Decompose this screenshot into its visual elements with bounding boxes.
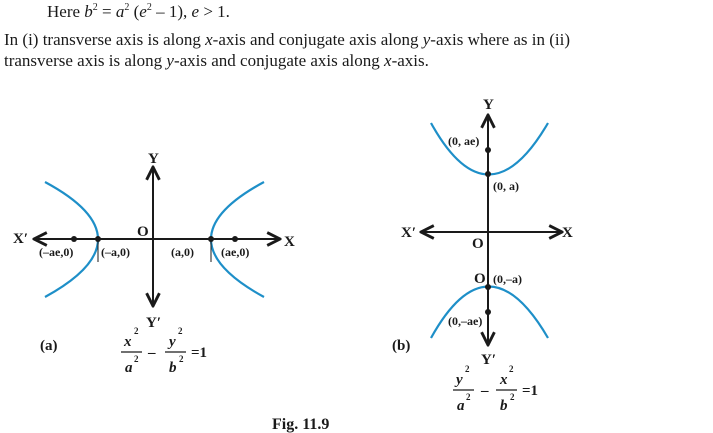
- label-ae-b: (0, ae): [448, 134, 479, 148]
- svg-text:2: 2: [179, 354, 184, 364]
- label-neg-a-a: (–a,0): [101, 245, 130, 259]
- svg-text:b: b: [500, 398, 508, 414]
- axis-y-neg-label-a: Y′: [146, 315, 161, 331]
- svg-text:2: 2: [465, 364, 470, 374]
- equation-a: x 2 a 2 – y 2 b 2 =1: [121, 326, 207, 376]
- origin-upper-label-b: O: [472, 236, 484, 252]
- label-neg-a-b: (0,–a): [493, 272, 522, 286]
- origin-lower-label-b: O: [474, 271, 486, 287]
- point-neg-a-b: [485, 284, 491, 290]
- point-neg-ae-a: [71, 236, 77, 242]
- label-a-a: (a,0): [171, 245, 194, 259]
- axis-x-neg-label-b: X′: [401, 225, 416, 241]
- equation-b: y 2 a 2 – x 2 b 2 =1: [453, 364, 538, 414]
- svg-text:2: 2: [134, 326, 139, 336]
- svg-text:2: 2: [178, 326, 183, 336]
- figure-caption: Fig. 11.9: [272, 416, 329, 433]
- svg-text:2: 2: [134, 354, 139, 364]
- svg-text:2: 2: [510, 392, 515, 402]
- panel-label-b: (b): [392, 338, 410, 354]
- label-neg-ae-a: (–ae,0): [39, 245, 73, 259]
- panel-label-a: (a): [40, 338, 58, 354]
- axis-y-label-b: Y: [483, 97, 494, 113]
- svg-text:y: y: [167, 334, 176, 350]
- svg-text:=1: =1: [191, 345, 207, 361]
- label-a-b: (0, a): [493, 179, 519, 193]
- label-ae-a: (ae,0): [221, 245, 249, 259]
- label-neg-ae-b: (0,–ae): [448, 314, 482, 328]
- svg-text:y: y: [454, 372, 463, 388]
- axis-x-neg-label-a: X′: [13, 231, 28, 247]
- text-line-1: Here b2 = a2 (e2 – 1), e > 1.: [47, 2, 230, 21]
- svg-text:b: b: [169, 360, 177, 376]
- text-line-3: transverse axis is along y-axis and conj…: [4, 51, 429, 70]
- svg-text:x: x: [123, 334, 132, 350]
- axis-x-label-a: X: [284, 234, 295, 250]
- point-neg-ae-b: [485, 309, 491, 315]
- origin-label-a: O: [137, 224, 149, 240]
- svg-text:=1: =1: [522, 383, 538, 399]
- axis-x-label-b: X: [562, 225, 573, 241]
- svg-text:a: a: [125, 360, 133, 376]
- svg-text:–: –: [147, 345, 156, 361]
- axis-y-neg-label-b: Y′: [481, 352, 496, 368]
- svg-text:a: a: [457, 398, 465, 414]
- text-line-2: In (i) transverse axis is along x-axis a…: [4, 30, 571, 49]
- svg-text:–: –: [480, 383, 489, 399]
- point-ae-a: [232, 236, 238, 242]
- figure-a: X X′ Y Y′ O (–ae,0) (–a,0) (a,0) (ae,0) …: [13, 151, 295, 376]
- svg-text:2: 2: [466, 392, 471, 402]
- point-a-b: [485, 171, 491, 177]
- svg-text:x: x: [499, 372, 508, 388]
- svg-text:2: 2: [509, 364, 514, 374]
- axis-y-label-a: Y: [148, 151, 159, 167]
- figure-b: Y Y′ X X′ O O (0, ae) (0, a) (0,–a) (0,–…: [392, 97, 573, 414]
